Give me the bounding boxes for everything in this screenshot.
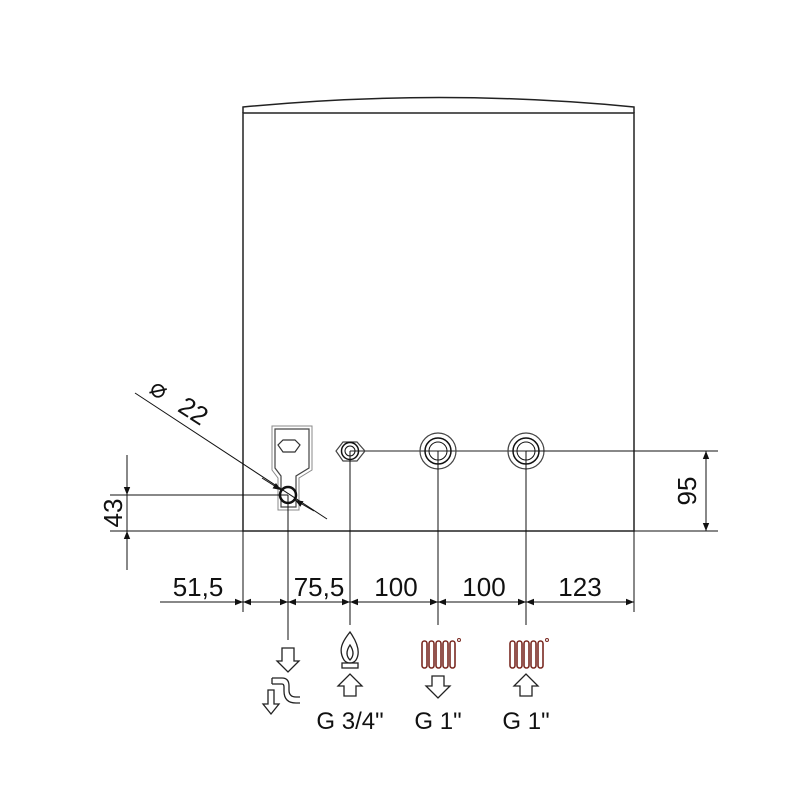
hex-nut-icon [277, 439, 301, 453]
drain-siphon-icon [261, 647, 301, 716]
dim-95: 95 [672, 477, 702, 506]
dim-100-a: 100 [374, 572, 417, 602]
diameter-symbol: ⌀ [145, 372, 174, 406]
dim-51-5: 51,5 [173, 572, 224, 602]
diameter-callout [134, 392, 328, 520]
dim-75-5: 75,5 [294, 572, 345, 602]
dim-43: 43 [98, 499, 128, 528]
return-thread-label: G 1" [502, 708, 549, 735]
gas-flame-icon [336, 630, 364, 697]
leader-lines [242, 451, 635, 640]
dim-100-b: 100 [462, 572, 505, 602]
dim-123: 123 [558, 572, 601, 602]
radiator-return-icon [509, 638, 549, 697]
left-vertical-dimension [110, 455, 288, 570]
gas-thread-label: G 3/4" [316, 708, 383, 735]
diameter-value: 22 [173, 390, 214, 431]
right-vertical-dimension [526, 450, 718, 532]
flow-thread-label: G 1" [414, 708, 461, 735]
radiator-flow-icon [421, 638, 461, 699]
